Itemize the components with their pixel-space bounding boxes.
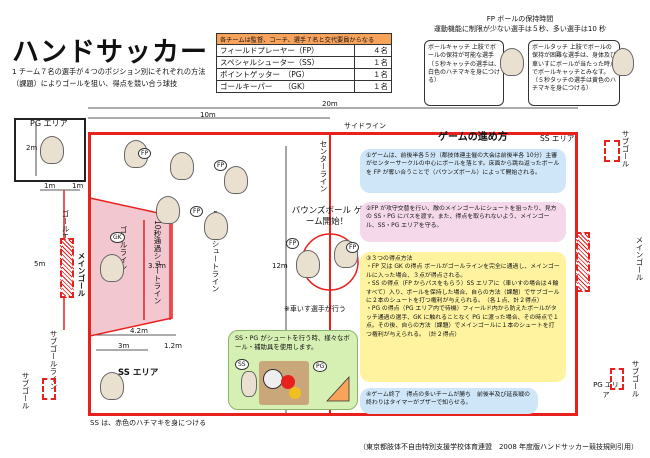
ball-icon <box>289 387 301 399</box>
ball-icon <box>263 369 283 389</box>
player-figure <box>224 166 248 194</box>
shoot-line-10-label: 10秒通過シュートライン <box>153 220 162 305</box>
player-figure <box>204 212 228 240</box>
bounce-ball-label: バウンズボール ゲーム開始！ <box>291 206 363 227</box>
ss-bottom-note: SS は、赤色のハチマキを身につける <box>90 419 207 427</box>
ss-equipment-note: SS・PG がシュートを行う時、様々なボール・補助具を使用します。 <box>235 334 350 351</box>
fp-tag: FP <box>190 206 204 217</box>
ss-area-label: SS エリア <box>118 368 159 378</box>
player-figure <box>170 152 194 180</box>
table-row: フィールドプレーヤー（FP）４名 <box>216 44 392 57</box>
main-goal-label: メインゴール <box>77 252 86 297</box>
position-count: １名 <box>354 56 392 69</box>
ss-equipment-box: SS・PG がシュートを行う時、様々なボール・補助具を使用します。 SS PG <box>228 330 358 410</box>
fp-rule-text: 運動機能に制限が少ない選手は５秒、多い選手は10 秒 <box>433 25 607 33</box>
page-title: ハンドサッカー <box>12 37 208 68</box>
player-figure <box>40 136 64 164</box>
game-step-3: ③３つの得点方法 ・FP 又は GK の得点 ボールがゴールラインを完全に通過し… <box>360 252 566 382</box>
sub-goal-left-bottom <box>42 378 56 400</box>
player-figure <box>612 48 634 76</box>
ball-touch-note: ボールタッチ 上肢でボールの保持が困難な選手は、身体及び車いすにボールが当たった… <box>528 40 620 106</box>
dim-pg-height: 2m <box>26 144 38 152</box>
wheelchair-note: ※車いす選手が行う <box>284 305 346 313</box>
gk-tag: GK <box>110 232 125 243</box>
dim-3: 3m <box>118 342 130 350</box>
player-figure <box>156 196 180 224</box>
table-row: ゴールキーパー （GK）１名 <box>216 80 392 93</box>
game-step-3-title: ③３つの得点方法 <box>366 256 413 262</box>
game-step-2: ②FP が攻守交替を行い、敵のメインゴールにシュートを狙ったり、見方の SS・P… <box>360 202 566 242</box>
centerline-label: センターライン <box>319 140 328 193</box>
fp-tag: FP <box>346 242 360 253</box>
game-step-3-item: ・SS の得点（FP からパスをもらう）SS エリアに（車いすの場合は４輪すべて… <box>366 281 560 305</box>
sideline-label: サイドライン <box>344 122 386 130</box>
ball-icon <box>281 375 295 389</box>
main-goal-right-label: メインゴール <box>635 236 644 281</box>
position-name: スペシャルシューター（SS） <box>216 56 355 69</box>
game-step-1: ①ゲームは、前後半各５分（都技体連主催の大会は前後半各 10分）主審がセンターサ… <box>360 149 566 193</box>
dim-total: 20m <box>322 100 338 108</box>
dim-33: 3.3m <box>148 262 166 270</box>
fp-rule-title: FP ボールの保持時間 <box>486 15 554 23</box>
position-name: ゴールキーパー （GK） <box>216 80 355 93</box>
fp-tag: FP <box>138 148 152 159</box>
ball-catch-note: ボールキャッチ 上肢でボールの保持が可能な選手（５秒キャッチの選手は、白色のハチ… <box>424 40 504 106</box>
shoot-line-5-label: ５秒通過シュートライン <box>211 210 220 293</box>
dim-42: 4.2m <box>130 327 148 335</box>
ss-player-figure <box>241 371 257 397</box>
dim-pg-side: 1m <box>44 182 56 190</box>
main-goal-left <box>60 238 74 298</box>
team-table-header: 各チームは監督、コーチ、選手７名と交代要員からなる <box>216 33 392 45</box>
player-figure <box>500 48 524 76</box>
ramp-icon <box>325 371 351 403</box>
fp-rule: FP ボールの保持時間 運動機能に制限が少ない選手は５秒、多い選手は10 秒 <box>430 14 610 34</box>
sub-goal-left-label: サブゴール <box>21 372 30 410</box>
team-table: 各チームは監督、コーチ、選手７名と交代要員からなる フィールドプレーヤー（FP）… <box>216 33 392 93</box>
game-rules: ①ゲームは、前後半各５分（都技体連主催の大会は前後半各 10分）主審がセンターサ… <box>360 134 570 416</box>
balls-photo <box>259 361 309 405</box>
footer-citation: （東京都肢体不自由特別支援学校体育連盟 2008 年度版ハンドサッカー競技規則引… <box>358 443 638 451</box>
position-count: ４名 <box>354 44 392 57</box>
player-figure <box>100 254 124 282</box>
sub-goal-right-label: サブゴール <box>631 360 640 398</box>
main-goal-right <box>576 232 590 292</box>
position-name: フィールドプレーヤー（FP） <box>216 44 355 57</box>
pg-area-label: PG エリア <box>30 119 68 128</box>
pg-area-bottom-label: PG エリア <box>593 381 619 399</box>
game-step-4: ④ゲーム終了 得点の多いチームが勝ち 前後半及び延長戦の終わりはタイマーがブザー… <box>360 388 538 414</box>
dim-width: 12m <box>272 262 288 270</box>
sub-goal-right-bottom <box>610 368 624 390</box>
table-row: スペシャルシューター（SS）１名 <box>216 56 392 69</box>
player-figure <box>100 372 124 400</box>
pg-area <box>14 118 86 182</box>
sub-goal-top-label: サブゴール <box>621 130 630 168</box>
dim-goal-width: 5m <box>34 260 46 268</box>
position-name: ポイントゲッター （PG） <box>216 68 355 81</box>
pg-tag: PG <box>313 361 328 372</box>
ss-area-top-label: SS エリア <box>540 134 575 143</box>
game-step-3-item: ・PG の得点（PG エリア内で待機）フィールド内から防えたボールがタッチ通過の… <box>366 306 559 338</box>
game-title: ゲームの進め方 <box>438 132 508 143</box>
fp-tag: FP <box>214 160 228 171</box>
dim-half: 10m <box>200 111 216 119</box>
ss-tag: SS <box>235 359 249 370</box>
game-step-3-item: ・FP 又は GK の得点 ボールがゴールラインを完全に通過し、メインゴールに入… <box>366 264 560 279</box>
sub-goal-right-top <box>604 140 620 162</box>
table-row: ポイントゲッター （PG）１名 <box>216 68 392 81</box>
dim-12: 1.2m <box>164 342 182 350</box>
goalline-label: ゴールライン <box>119 226 128 271</box>
page-subtitle: 1 チーム７名の選手が４つのポジション別にそれぞれの方法（課題）によりゴールを狙… <box>12 67 206 88</box>
dim-pg-side-2: 1m <box>72 182 84 190</box>
player-figure <box>296 250 320 278</box>
position-count: １名 <box>354 80 392 93</box>
position-count: １名 <box>354 68 392 81</box>
fp-tag: FP <box>286 238 300 249</box>
sub-goalline-label: サブゴールライン <box>49 330 58 390</box>
